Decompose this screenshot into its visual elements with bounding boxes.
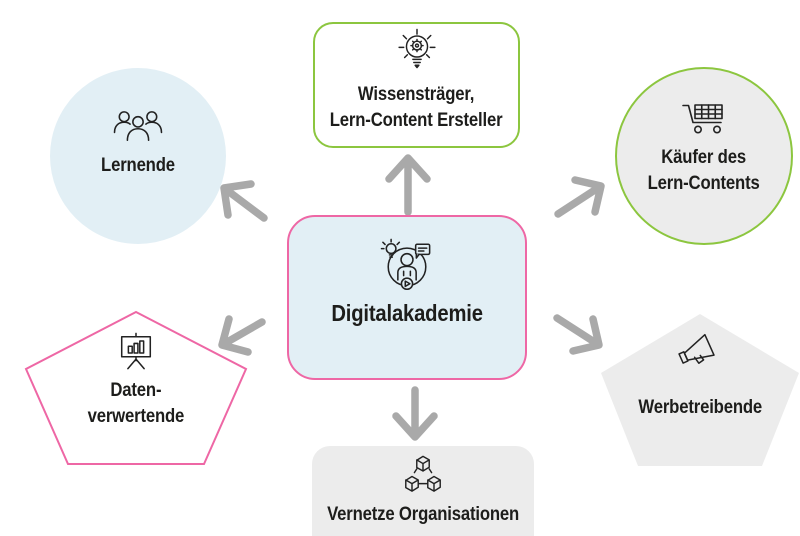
arrow-to-lernende — [220, 180, 268, 222]
pentagon-shape — [24, 310, 248, 465]
node-datenverwertende: Daten- verwertende — [24, 310, 248, 466]
label-line: Käufer des — [661, 147, 747, 169]
node-label: Wissensträger, Lern-Content Ersteller — [318, 82, 514, 133]
label-line: Lern-Content Ersteller — [330, 110, 503, 131]
node-label: Vernetze Organisationen — [314, 502, 532, 528]
label-line: Wissensträger, — [358, 84, 475, 106]
label-line: Werbetreibende — [638, 397, 762, 418]
digital-academy-icon — [380, 238, 431, 290]
label-line: verwertende — [87, 405, 185, 427]
node-wissenstraeger: Wissensträger, Lern-Content Ersteller — [313, 22, 520, 148]
megaphone-icon — [678, 333, 715, 364]
idea-bulb-gear-icon — [397, 29, 436, 69]
node-label: Digitalakademie — [321, 298, 493, 329]
arrow-to-kaeufer — [554, 176, 605, 218]
arrow-to-wissenstraeger — [385, 154, 431, 216]
node-label: Werbetreibende — [630, 395, 770, 421]
node-label: Lernende — [96, 153, 180, 179]
node-kaeufer: Käufer des Lern-Contents — [615, 67, 793, 245]
label-line: Vernetze Organisationen — [326, 504, 520, 525]
shopping-cart-icon — [682, 104, 723, 134]
presentation-chart-icon — [120, 332, 152, 370]
node-label: Daten- verwertende — [81, 378, 191, 429]
node-werbetreibende: Werbetreibende — [600, 313, 800, 467]
arrow-to-vernetzte — [392, 386, 438, 441]
label-line: Lernende — [101, 154, 175, 176]
node-label: Käufer des Lern-Contents — [640, 145, 767, 196]
connected-cubes-icon — [405, 455, 441, 492]
label-line: Digitalakademie — [331, 299, 483, 326]
people-group-icon — [113, 110, 163, 141]
node-digitalakademie: Digitalakademie — [287, 215, 527, 380]
arrow-to-werbetreibende — [553, 314, 603, 355]
label-line: Lern-Contents — [648, 173, 760, 194]
label-line: Daten- — [110, 380, 162, 401]
node-vernetzte: Vernetze Organisationen — [312, 446, 534, 536]
node-lernende: Lernende — [50, 68, 226, 244]
pentagon-shape — [601, 314, 799, 466]
